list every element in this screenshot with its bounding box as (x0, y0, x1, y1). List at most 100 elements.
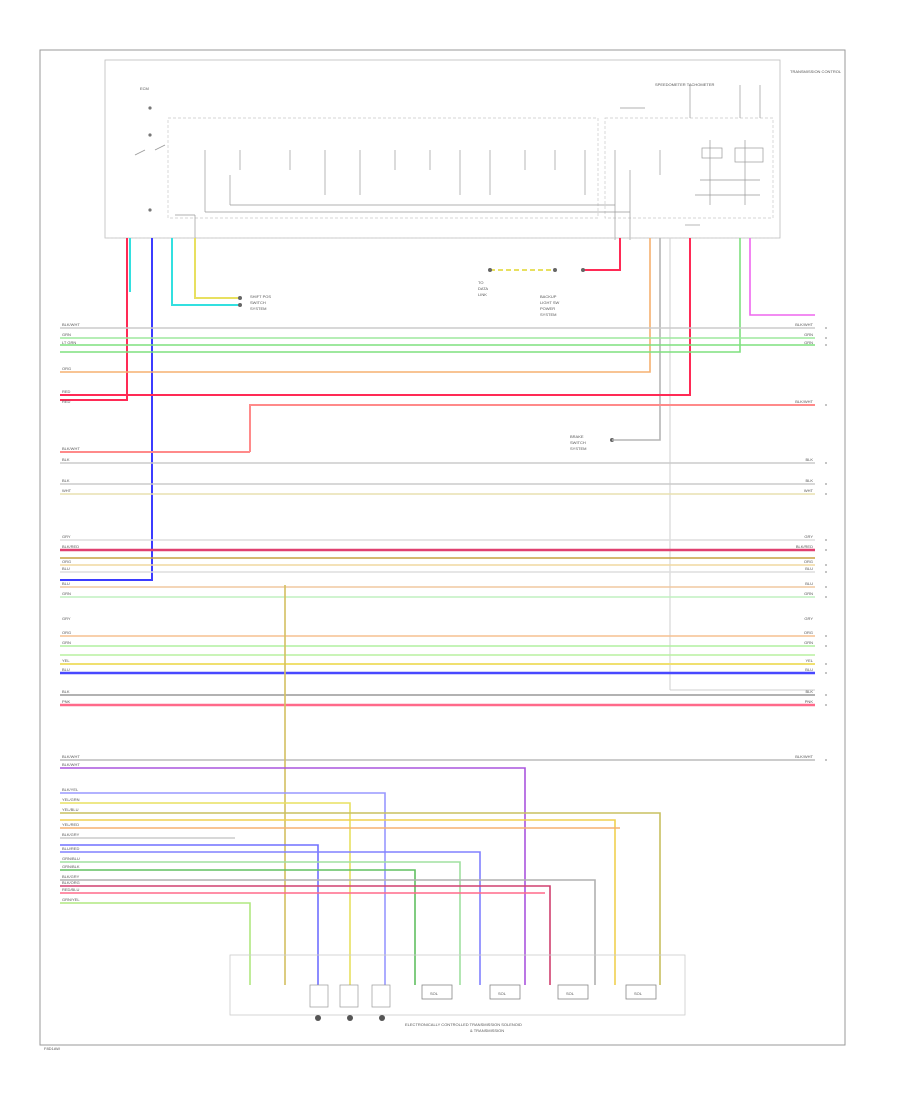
bottom-caption-sub: & TRANSMISSION (470, 1028, 504, 1033)
callout-brake-switch: BRAKE SWITCH SYSTEM (570, 434, 614, 451)
svg-text:ORG: ORG (804, 630, 813, 635)
svg-text:BLK/RED: BLK/RED (796, 544, 813, 549)
svg-text:BLK/WHT: BLK/WHT (62, 322, 80, 327)
callout-shift-pos: SHIFT POS SWITCH SYSTEM (250, 294, 271, 311)
svg-text:BLK/YEL: BLK/YEL (62, 787, 79, 792)
svg-text:BLK/WHT: BLK/WHT (795, 754, 813, 759)
solenoid-coil: SOL (625, 984, 657, 1000)
svg-text:ORG: ORG (62, 559, 71, 564)
callout-data-link: TO DATA LINK (478, 268, 557, 297)
svg-text:RED/BLU: RED/BLU (62, 887, 79, 892)
svg-text:BLU: BLU (805, 566, 813, 571)
svg-text:POWER: POWER (540, 306, 555, 311)
svg-text:BLK/GRY: BLK/GRY (62, 832, 80, 837)
svg-text:GRN: GRN (62, 332, 71, 337)
svg-text:SOL: SOL (566, 991, 575, 996)
svg-text:GRY: GRY (804, 534, 813, 539)
corner-label: TRANSMISSION CONTROL (790, 69, 842, 74)
svg-text:GRN: GRN (804, 340, 813, 345)
svg-text:SWITCH: SWITCH (250, 300, 266, 305)
svg-text:WHT: WHT (62, 488, 72, 493)
svg-text:SYSTEM: SYSTEM (570, 446, 586, 451)
svg-text:DATA: DATA (478, 286, 488, 291)
svg-text:BLK: BLK (805, 689, 813, 694)
callout-dot (238, 296, 242, 300)
ecm-top-left-label: ECM (140, 86, 149, 91)
svg-text:BLK/WHT: BLK/WHT (62, 754, 80, 759)
svg-text:YEL/BLU: YEL/BLU (62, 807, 79, 812)
svg-text:GRN: GRN (804, 640, 813, 645)
svg-text:BLK/WHT: BLK/WHT (62, 446, 80, 451)
ecm-left-wires (60, 238, 240, 581)
svg-text:GRN/YEL: GRN/YEL (62, 897, 80, 902)
svg-text:BLU/RED: BLU/RED (62, 846, 79, 851)
svg-text:RED: RED (62, 389, 71, 394)
svg-text:PNK: PNK (805, 699, 814, 704)
svg-text:GRY: GRY (62, 616, 71, 621)
svg-text:BLK/WHT: BLK/WHT (62, 762, 80, 767)
solenoid-coil: SOL (421, 984, 453, 1000)
svg-text:BLU: BLU (62, 667, 70, 672)
svg-text:YEL/RED: YEL/RED (62, 822, 79, 827)
svg-text:SYSTEM: SYSTEM (540, 312, 556, 317)
wire-red-short (583, 238, 621, 271)
svg-text:GRY: GRY (62, 534, 71, 539)
ecm-right-wires (60, 238, 815, 690)
svg-text:GRN/BLU: GRN/BLU (62, 856, 80, 861)
solenoid-coil: SOL (557, 984, 589, 1000)
svg-text:BLK: BLK (62, 478, 70, 483)
outer-frame (39, 49, 846, 1046)
svg-text:BLU: BLU (62, 566, 70, 571)
ecm-speedo-label: SPEEDOMETER TACHOMETER (655, 82, 715, 87)
svg-text:BACKUP: BACKUP (540, 294, 557, 299)
svg-text:GRN: GRN (62, 640, 71, 645)
bottom-caption: ELECTRONICALLY CONTROLLED TRANSMISSION S… (405, 1022, 522, 1027)
svg-text:TO: TO (478, 280, 483, 285)
svg-text:LT GRN: LT GRN (62, 340, 76, 345)
svg-text:BLK/WHT: BLK/WHT (795, 399, 813, 404)
footer-code: F8D1AW (44, 1046, 60, 1051)
svg-text:SHIFT POS: SHIFT POS (250, 294, 271, 299)
svg-text:BLK: BLK (62, 689, 70, 694)
solenoid-feed-wires (60, 585, 661, 985)
svg-text:GRN: GRN (62, 591, 71, 596)
svg-text:BLU: BLU (805, 581, 813, 586)
svg-text:BLK/ORG: BLK/ORG (62, 880, 80, 885)
svg-text:YEL: YEL (62, 658, 70, 663)
svg-text:RED: RED (62, 399, 71, 404)
svg-text:BLK: BLK (805, 478, 813, 483)
svg-text:BRAKE: BRAKE (570, 434, 584, 439)
svg-text:GRN: GRN (804, 591, 813, 596)
callout-dot (238, 303, 242, 307)
svg-text:WHT: WHT (804, 488, 814, 493)
callout-dot (581, 268, 585, 272)
svg-text:BLK/WHT: BLK/WHT (795, 322, 813, 327)
solenoid-coil: SOL (489, 984, 521, 1000)
svg-text:BLU: BLU (805, 667, 813, 672)
svg-text:SOL: SOL (498, 991, 507, 996)
svg-text:GRN: GRN (804, 332, 813, 337)
pin-markers-right (825, 327, 827, 761)
left-wire-labels: BLK/WHT GRN LT GRN ORG RED RED BLK/WHT B… (62, 322, 80, 902)
transmission-solenoid-assembly: SOL SOL SOL SOL (229, 954, 686, 1021)
svg-text:BLK: BLK (62, 457, 70, 462)
svg-text:ORG: ORG (62, 366, 71, 371)
svg-text:LINK: LINK (478, 292, 487, 297)
svg-text:PNK: PNK (62, 699, 71, 704)
svg-text:SOL: SOL (430, 991, 439, 996)
svg-text:ORG: ORG (62, 630, 71, 635)
svg-text:SYSTEM: SYSTEM (250, 306, 266, 311)
svg-text:GRN/BLK: GRN/BLK (62, 864, 80, 869)
svg-text:LIGHT SW: LIGHT SW (540, 300, 559, 305)
wire-rows (60, 327, 815, 761)
svg-text:SWITCH: SWITCH (570, 440, 586, 445)
ecm-module: ECM SPEEDOMETER TACHOMETER (104, 59, 781, 240)
svg-text:GRY: GRY (804, 616, 813, 621)
svg-text:YEL: YEL (805, 658, 813, 663)
svg-text:BLK: BLK (805, 457, 813, 462)
svg-text:YEL/GRN: YEL/GRN (62, 797, 80, 802)
right-wire-labels: BLK/WHT GRN GRN BLK/WHT BLK BLK WHT GRY … (795, 322, 814, 759)
svg-text:BLU: BLU (62, 581, 70, 586)
svg-text:SOL: SOL (634, 991, 643, 996)
